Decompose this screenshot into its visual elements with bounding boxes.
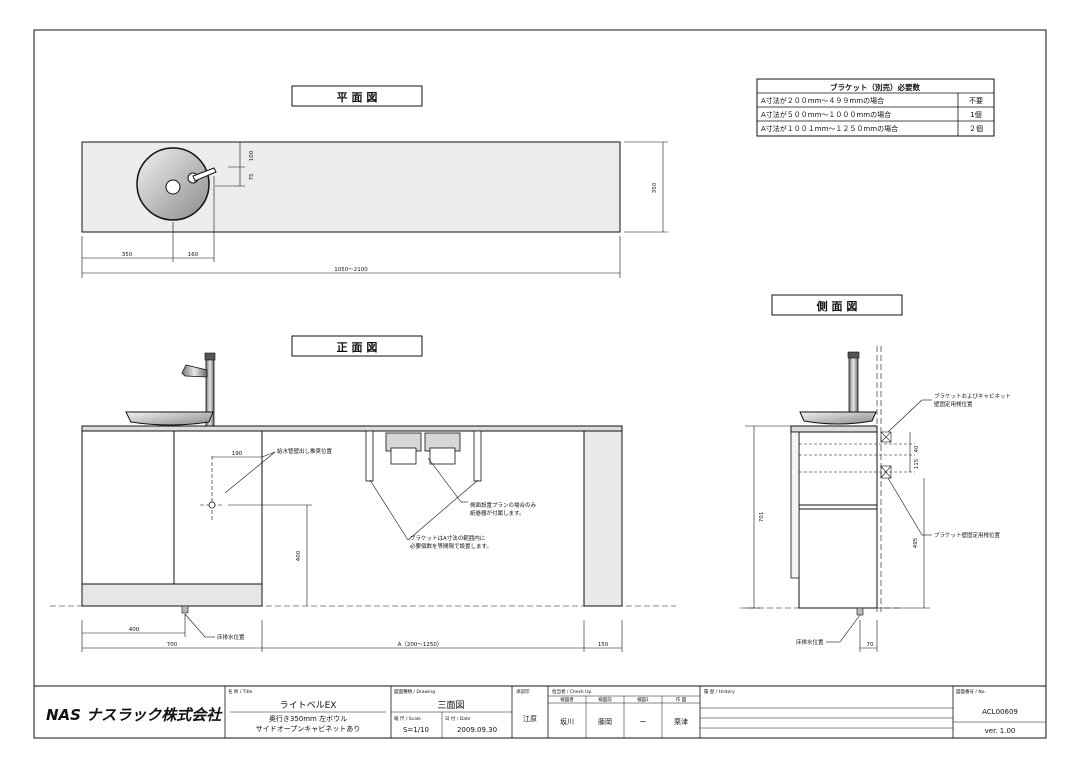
date-value: 2009.09.30	[457, 726, 497, 734]
bracket-row-1-count: 不要	[969, 97, 983, 105]
date-label: 日 付 / Date	[445, 715, 471, 722]
title-block: NAS ナスラック株式会社 名 称 / Title ライトベルEX 奥行き350…	[33, 685, 1047, 739]
product-spec-1: 奥行き350mm 左ボウル	[269, 714, 347, 723]
side-dim-40: 40	[914, 445, 920, 452]
plan-dim-75: 75	[249, 173, 255, 180]
front-right-panel	[583, 430, 623, 607]
front-bracket-note-2: 必要個数を等間隔で設置します。	[410, 542, 492, 550]
check-label: 担当者 / Check Up	[552, 688, 591, 695]
history-label: 履 歴 / History	[704, 689, 735, 695]
side-cabinet	[798, 431, 878, 609]
front-title-box	[291, 335, 423, 357]
plan-dim-100: 100	[249, 150, 255, 161]
front-dim-150: 150	[598, 642, 609, 648]
bracket-row-2-condition: A寸法が５００mm～１０００mmの場合	[761, 110, 891, 119]
check-val-4: 栗津	[674, 718, 688, 726]
check-col-4: 作 図	[676, 696, 687, 703]
side-note-2: ブラケット壁固定用桟位置	[934, 531, 1001, 539]
check-val-2: 藤岡	[598, 717, 612, 726]
check-val-3: ー	[640, 718, 647, 726]
side-wall-stud-upper	[880, 431, 892, 443]
plan-title: 平 面 図	[337, 90, 378, 104]
side-note-1-line2: 壁固定用桟位置	[934, 400, 973, 408]
drawing-number: ACL00609	[982, 708, 1018, 716]
side-title: 側 面 図	[816, 299, 858, 313]
plan-view: 平 面 図 100 75 350 350 160 1050～2100	[81, 85, 668, 278]
version: ver. 1.00	[985, 727, 1016, 735]
front-title: 正 面 図	[337, 340, 378, 354]
side-dim-495: 495	[913, 537, 919, 548]
name-label: 名 称 / Title	[228, 688, 253, 695]
plan-dim-350: 350	[122, 252, 133, 258]
check-col-1: 検図者	[560, 696, 574, 703]
bracket-row-3-condition: A寸法が１００１mm～１２５０mmの場合	[761, 124, 898, 133]
front-cabinet	[81, 430, 263, 607]
drawing-type: 三面図	[437, 700, 464, 711]
plan-dim-160: 160	[188, 252, 199, 258]
side-counter	[790, 425, 878, 433]
plan-dim-depth: 350	[652, 182, 658, 193]
front-dim-700: 700	[167, 642, 178, 648]
plan-title-box	[291, 85, 423, 107]
front-drain-note: 床排水位置	[217, 633, 245, 641]
side-title-box	[771, 294, 903, 316]
side-dim-701: 701	[759, 512, 765, 523]
plan-dim-width: 1050～2100	[334, 267, 368, 273]
check-col-2: 検図前	[598, 696, 612, 703]
approver-label: 承認印	[516, 688, 530, 695]
front-counter	[81, 425, 623, 432]
bracket-row-1-condition: A寸法が２００mm～４９９mmの場合	[761, 96, 884, 105]
front-view: 正 面 図 190 給水管壁出し推奨位置	[50, 335, 676, 652]
front-dim-400: 400	[129, 627, 140, 633]
front-side-plan-note-1: 側面設置プランの場合のみ	[470, 501, 537, 509]
side-faucet	[848, 355, 859, 415]
bracket-table: ブラケット（別売）必要数 A寸法が２００mm～４９９mmの場合 不要 A寸法が５…	[756, 78, 995, 137]
plan-drain	[165, 179, 181, 195]
front-bracket-note-1: ブラケットはA寸法の範囲内に	[410, 534, 485, 542]
front-bracket-right	[473, 430, 482, 482]
side-view: 側 面 図 40 115	[740, 294, 1011, 652]
front-dim-a: A（200～1250）	[398, 641, 443, 648]
front-dim-400-height: 400	[296, 550, 302, 561]
front-bracket-left	[365, 430, 374, 482]
side-dim-115: 115	[914, 458, 920, 469]
front-faucet-spout	[181, 364, 208, 378]
check-col-3: 検図1	[637, 696, 649, 703]
front-dim-190: 190	[232, 451, 243, 457]
check-val-1: 坂川	[560, 717, 574, 726]
front-side-plan-note-2: 紙巻器が付属します。	[470, 509, 524, 517]
product-name: ライトベルEX	[280, 700, 337, 711]
bracket-row-3-count: ２個	[969, 124, 983, 133]
front-supply-note: 給水管壁出し推奨位置	[277, 447, 333, 455]
scale-label: 縮 尺 / Scale	[394, 715, 421, 722]
side-drain-note: 床排水位置	[796, 638, 824, 646]
drawing-label: 図面種類 / Drawing	[394, 688, 435, 695]
company-logo: NAS ナスラック株式会社	[46, 706, 223, 724]
approver-name: 江原	[523, 715, 537, 723]
side-bowl	[799, 411, 877, 425]
no-label: 図面番号 / No.	[956, 688, 986, 695]
plan-faucet-handle	[192, 167, 217, 182]
bracket-row-2-count: 1個	[970, 110, 981, 119]
scale-value: S=1/10	[403, 726, 429, 734]
side-dim-70: 70	[867, 642, 874, 648]
bracket-table-title: ブラケット（別売）必要数	[830, 82, 920, 92]
product-spec-2: サイドオープンキャビネットあり	[256, 724, 361, 733]
side-note-1-line1: ブラケットおよびキャビネット	[934, 392, 1011, 400]
front-bowl	[125, 411, 214, 426]
